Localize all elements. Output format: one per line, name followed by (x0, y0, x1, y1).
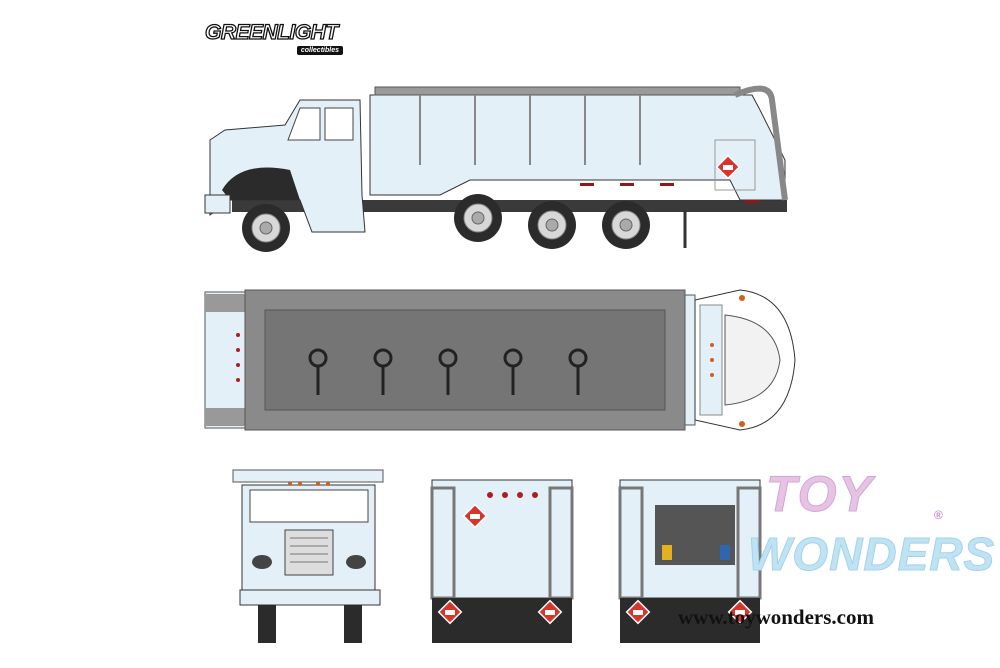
rear-view-open (618, 479, 762, 643)
rear-view (430, 479, 574, 643)
logo-text: GREENLIGHT (204, 21, 338, 44)
top-view (204, 289, 796, 431)
front-wheel (241, 203, 291, 253)
watermark-registered: ® (934, 508, 943, 522)
toy-wonders-watermark: TOY ® WONDERS (747, 466, 994, 590)
rear-wheel-2 (527, 200, 577, 250)
logo-subtext: collectibles (296, 46, 343, 55)
greenlight-logo: GREENLIGHT collectibles (204, 21, 345, 58)
tank-top-rail (374, 86, 741, 96)
watermark-line2: WONDERS (747, 528, 996, 581)
rear-wheel-3 (601, 200, 651, 250)
watermark-line1: TOY (766, 466, 874, 523)
tank-body (369, 94, 786, 201)
rear-wheel-1 (453, 193, 503, 243)
side-view (204, 85, 788, 253)
front-view (232, 469, 384, 643)
chassis-frame (232, 200, 787, 212)
website-url: www.toywonders.com (678, 605, 874, 629)
